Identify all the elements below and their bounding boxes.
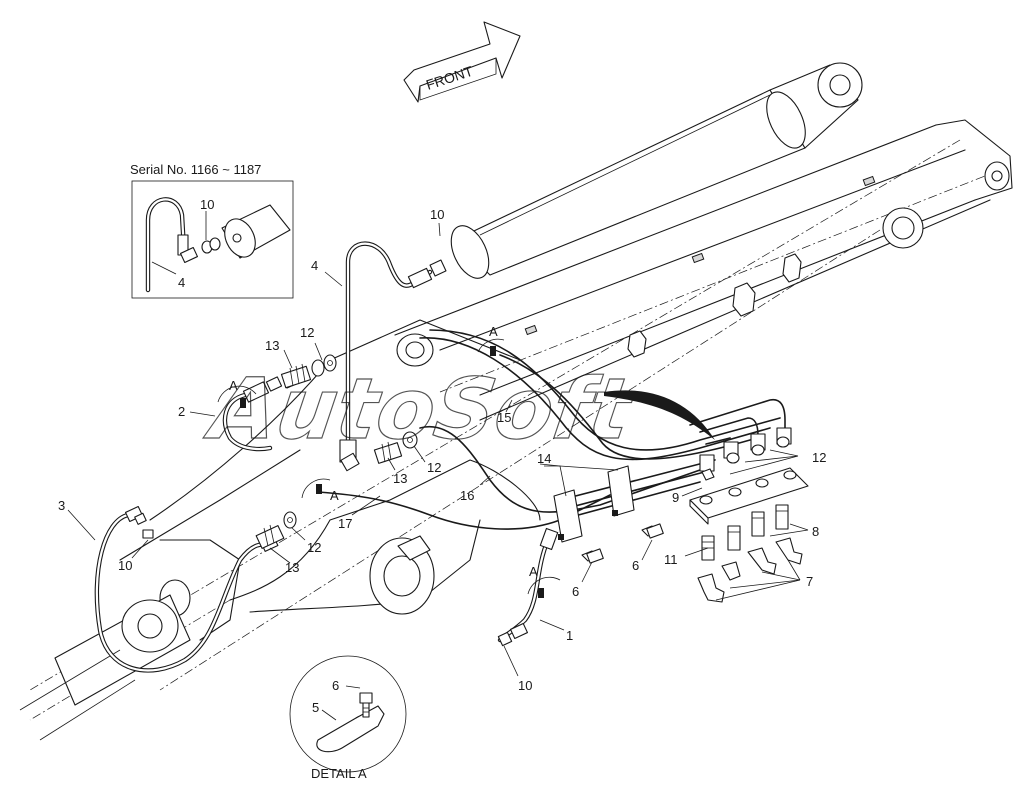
steel-tubes xyxy=(317,329,792,530)
callout-labels: 10 4 13 12 2 3 10 13 12 13 12 17 16 14 1… xyxy=(58,197,826,715)
callout-13-lower: 13 xyxy=(285,560,299,575)
callout-4: 4 xyxy=(311,258,318,273)
clamp-14 xyxy=(553,465,635,543)
callout-12-upper: 12 xyxy=(300,325,314,340)
bolts-6 xyxy=(581,523,664,564)
serial-inset: Serial No. 1166 ~ 1187 xyxy=(130,162,294,299)
callout-12-lower: 12 xyxy=(307,540,321,555)
callout-10-top: 10 xyxy=(430,207,444,222)
watermark-text: AutoSoft xyxy=(200,360,640,458)
marker-a-4: A xyxy=(529,564,538,579)
callout-6-right: 6 xyxy=(632,558,639,573)
boom-body xyxy=(29,119,1013,691)
front-direction-arrow: FRONT xyxy=(403,21,521,103)
detail-title: DETAIL A xyxy=(311,766,367,781)
detail-callout-6: 6 xyxy=(332,678,339,693)
inset-callout-4: 4 xyxy=(178,275,185,290)
inset-callout-10: 10 xyxy=(200,197,214,212)
hose-4 xyxy=(339,241,447,472)
detail-a: DETAIL A xyxy=(289,655,407,781)
detail-callout-5: 5 xyxy=(312,700,319,715)
callout-16: 16 xyxy=(460,488,474,503)
fittings-13-12 xyxy=(255,354,418,549)
callout-17: 17 xyxy=(338,516,352,531)
inset-title: Serial No. 1166 ~ 1187 xyxy=(130,162,261,177)
callout-1: 1 xyxy=(566,628,573,643)
callout-leaders xyxy=(67,222,809,677)
boom-foot xyxy=(29,319,541,721)
callout-13-upper: 13 xyxy=(265,338,279,353)
callout-3: 3 xyxy=(58,498,65,513)
marker-a-1: A xyxy=(229,378,238,393)
callout-9: 9 xyxy=(672,490,679,505)
callout-15: 15 xyxy=(497,410,511,425)
callout-8: 8 xyxy=(812,524,819,539)
marker-a-3: A xyxy=(330,488,339,503)
callout-7: 7 xyxy=(806,574,813,589)
boom-cylinder xyxy=(19,594,191,741)
arm-cylinder xyxy=(450,62,863,279)
callout-10-bottom: 10 xyxy=(518,678,532,693)
callout-11: 11 xyxy=(664,552,678,567)
detail-markers: A A A A xyxy=(217,324,561,598)
callout-13-middle: 13 xyxy=(393,471,407,486)
callout-6-left: 6 xyxy=(572,584,579,599)
callout-12-middle: 12 xyxy=(427,460,441,475)
watermark: AutoSoft xyxy=(199,360,715,459)
callout-14: 14 xyxy=(537,451,551,466)
hose-1 xyxy=(497,527,559,647)
callout-10-left: 10 xyxy=(118,558,132,573)
callout-2: 2 xyxy=(178,404,185,419)
marker-a-2: A xyxy=(489,324,498,339)
callout-12-plate: 12 xyxy=(812,450,826,465)
